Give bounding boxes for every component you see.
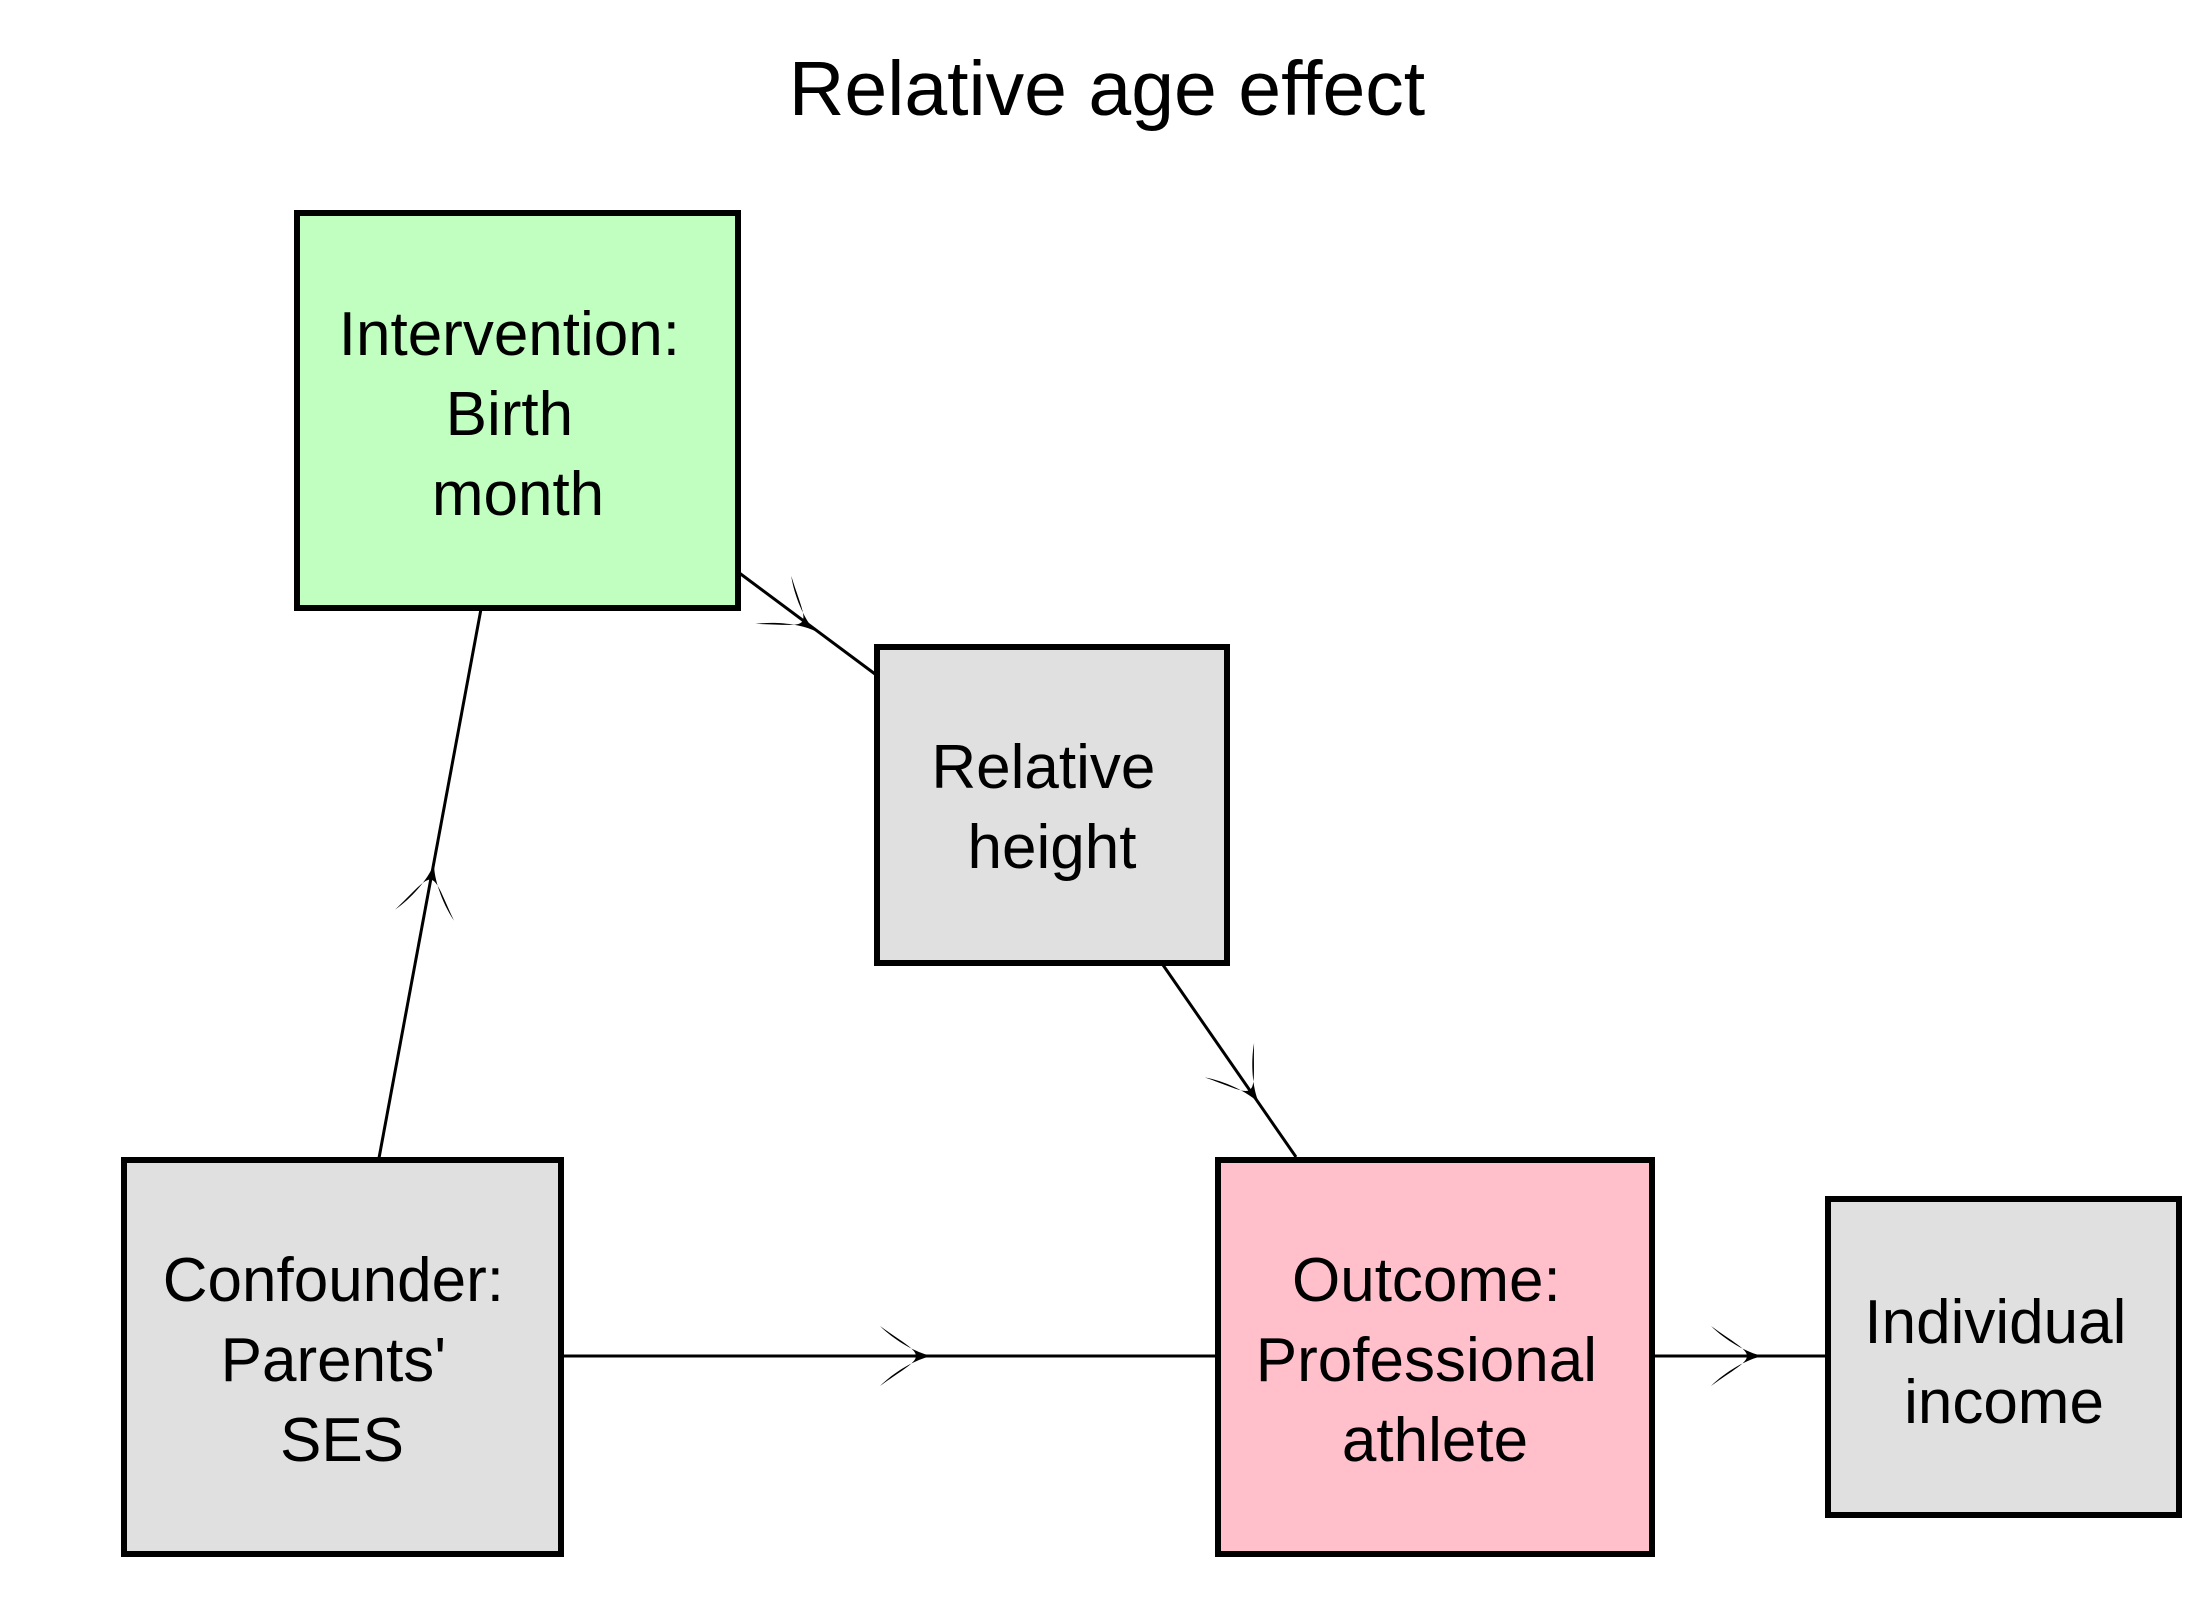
node-confounder: Confounder: Parents' SES xyxy=(121,1157,564,1557)
node-box xyxy=(1215,1157,1655,1557)
diagram-title: Relative age effect xyxy=(789,46,1425,132)
edge-arrowhead xyxy=(1204,1043,1259,1103)
edge-arrowhead xyxy=(880,1326,932,1386)
node-label: Relative height xyxy=(931,733,1172,882)
node-relative-height: Relative height xyxy=(874,644,1230,966)
node-label: Outcome: Professional athlete xyxy=(1256,1246,1614,1475)
node-box xyxy=(294,210,741,611)
edge-arrowhead xyxy=(1711,1326,1763,1386)
edge-confounder-intervention xyxy=(377,608,483,1159)
node-individual-income: Individual income xyxy=(1825,1196,2182,1518)
node-box xyxy=(1825,1196,2182,1518)
node-box xyxy=(121,1157,564,1557)
node-label: Individual income xyxy=(1864,1288,2143,1437)
edge-height-outcome xyxy=(1161,964,1298,1158)
node-label: Confounder: Parents' SES xyxy=(163,1246,521,1475)
node-outcome: Outcome: Professional athlete xyxy=(1215,1157,1655,1557)
node-box xyxy=(874,644,1230,966)
edge-confounder-outcome xyxy=(562,1326,1217,1386)
edge-intervention-height xyxy=(737,570,876,676)
node-label: Intervention: Birth month xyxy=(339,300,697,529)
edge-outcome-income xyxy=(1652,1326,1826,1386)
edge-arrowhead xyxy=(755,575,815,631)
node-intervention: Intervention: Birth month xyxy=(294,210,741,611)
